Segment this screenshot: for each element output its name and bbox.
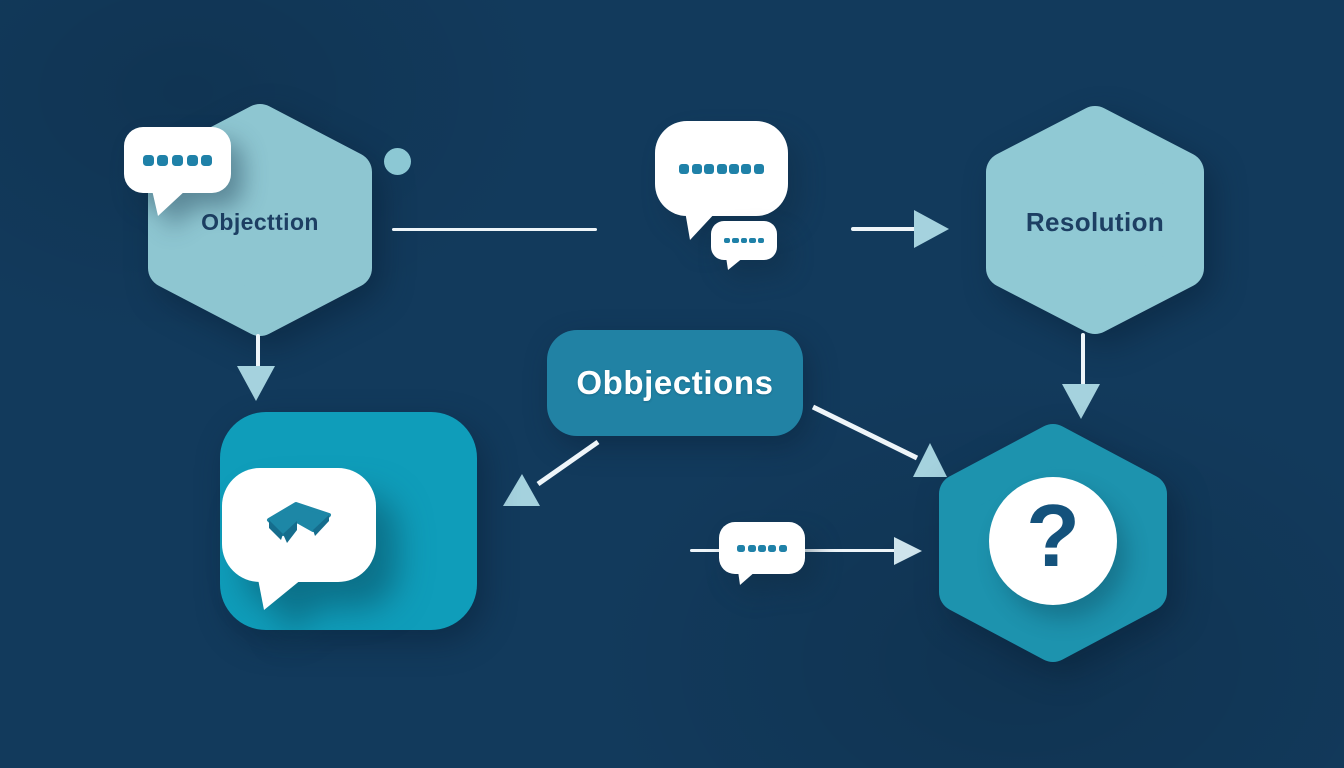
center-small-bubble-dots	[723, 237, 766, 244]
bubble-dot	[747, 544, 756, 552]
arrowhead-down-left-icon	[237, 366, 275, 401]
bubble-dot	[740, 237, 748, 244]
bubble-dot	[691, 163, 702, 174]
question-mark-icon: ?	[1026, 486, 1080, 585]
objection-chat-bubble-icon	[124, 127, 231, 216]
bubble-dot	[186, 154, 198, 166]
message-chat-bubble-icon	[222, 468, 376, 610]
accent-dot	[384, 148, 411, 175]
bubble-dot	[172, 154, 183, 166]
bubble-dot	[741, 163, 752, 174]
message-bubble-tail	[258, 579, 302, 610]
bottom-bubble-tail	[738, 571, 756, 585]
objections-label: Obbjections	[576, 364, 774, 401]
bubble-dot	[201, 154, 213, 166]
bubble-dot	[142, 154, 154, 166]
objection-bubble-dots	[141, 154, 214, 166]
bubble-dot	[778, 544, 787, 552]
resolution-label: Resolution	[1025, 207, 1165, 237]
connector-line-objection-down	[256, 334, 260, 371]
bottom-bubble-dots	[736, 544, 788, 552]
objection-label: Objecttion	[201, 209, 319, 235]
connector-arrow-box-to-question	[811, 404, 947, 477]
center-small-bubble-tail	[726, 257, 744, 270]
question-circle: ?	[989, 477, 1117, 605]
center-large-bubble-tail	[685, 211, 717, 240]
connector-line-resolution-down	[1081, 333, 1085, 388]
bubble-dot	[757, 237, 765, 244]
connector-line-to-resolution	[851, 227, 917, 231]
center-large-chat-bubble-icon	[655, 121, 788, 240]
objections-box: Obbjections	[547, 330, 803, 436]
center-large-bubble-dots	[678, 163, 765, 174]
resolution-hexagon	[986, 106, 1204, 334]
center-small-chat-bubble-icon	[711, 221, 777, 270]
bubble-dot	[753, 163, 764, 174]
bubble-dot	[768, 544, 777, 552]
objection-bubble-tail	[152, 190, 186, 216]
bubble-dot	[679, 163, 690, 174]
bubble-dot	[732, 237, 739, 244]
bubble-dot	[704, 163, 715, 174]
bubble-dot	[157, 154, 169, 166]
bubble-dot	[758, 544, 766, 552]
check-ribbon-icon	[267, 502, 331, 543]
arrowhead-down-right-icon	[1062, 384, 1100, 419]
bubble-dot	[716, 163, 727, 174]
connector-arrow-box-to-tile	[503, 439, 600, 506]
bottom-chat-bubble-icon	[719, 522, 805, 585]
bubble-dot	[723, 237, 731, 244]
arrowhead-right-icon	[914, 210, 949, 248]
arrowhead-bottom-right-icon	[894, 537, 922, 565]
connector-line-top	[392, 228, 597, 231]
bubble-dot	[737, 544, 746, 552]
bubble-dot	[749, 237, 756, 244]
bubble-dot	[728, 163, 739, 174]
